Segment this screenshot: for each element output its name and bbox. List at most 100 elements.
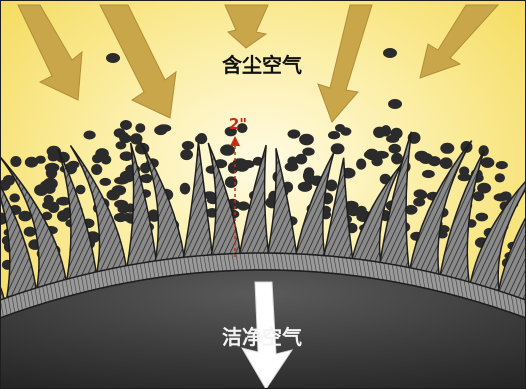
- dust-particle: [495, 161, 508, 170]
- height-dimension: 2": [229, 115, 247, 258]
- dust-particle: [24, 156, 39, 168]
- dust-particle: [115, 141, 127, 150]
- filter-fiber: [496, 215, 526, 300]
- dust-particle: [391, 152, 403, 165]
- dust-particle: [92, 154, 103, 164]
- dust-particle: [117, 204, 130, 214]
- arrow-down-icon: [17, 4, 83, 101]
- filter-fibers: [0, 131, 526, 305]
- dust-particle: [299, 133, 314, 146]
- dust-particle: [181, 140, 195, 150]
- dimension-arrow-icon: [230, 136, 240, 146]
- dust-particle: [457, 173, 472, 182]
- dust-particle: [422, 169, 435, 179]
- dust-particle: [374, 150, 389, 159]
- dust-particle: [297, 181, 313, 192]
- dust-particle: [46, 145, 61, 157]
- filter-fiber: [69, 145, 128, 274]
- dust-particle: [388, 143, 402, 154]
- dust-particle: [330, 143, 345, 155]
- dust-particle: [241, 160, 255, 169]
- filter-fiber: [207, 142, 242, 259]
- dust-particle: [75, 184, 86, 195]
- dust-particle: [111, 185, 127, 196]
- dust-particle: [303, 167, 315, 179]
- dust-particle: [114, 176, 130, 185]
- dust-particle: [148, 209, 159, 219]
- filter-fiber: [266, 148, 298, 258]
- filter-fiber: [126, 142, 158, 268]
- dust-particle: [340, 127, 352, 136]
- dust-particle: [237, 201, 250, 211]
- dust-particle: [139, 174, 151, 183]
- dust-particle: [9, 193, 20, 203]
- dust-particle: [135, 123, 146, 133]
- dust-particle: [295, 153, 308, 165]
- dust-particle: [195, 134, 208, 144]
- dust-particle: [414, 150, 429, 162]
- dust-particle: [179, 182, 191, 195]
- height-label: 2": [229, 115, 247, 133]
- dust-particle: [287, 129, 301, 139]
- dust-particle: [67, 160, 80, 169]
- arrow-down-icon: [99, 4, 177, 119]
- dust-particle: [404, 204, 418, 215]
- dust-particle: [493, 193, 508, 202]
- dust-particle: [440, 142, 455, 154]
- filter-fiber: [57, 148, 98, 281]
- dust-particle: [459, 166, 470, 176]
- dust-particle: [57, 210, 70, 222]
- dust-particle: [236, 123, 248, 134]
- arrow-down-white-icon: [240, 281, 294, 389]
- dust-particle: [473, 191, 485, 202]
- dust-particle: [2, 175, 15, 186]
- inflow-arrows: [17, 4, 500, 123]
- dust-particle: [156, 124, 172, 133]
- dust-particle: [56, 196, 71, 206]
- dust-particle: [10, 156, 22, 167]
- dust-particle: [220, 144, 235, 156]
- dust-particle: [91, 164, 103, 175]
- dust-particle: [386, 134, 400, 143]
- dust-particle: [40, 180, 55, 191]
- dust-particle: [371, 156, 383, 167]
- dust-particle: [302, 147, 315, 156]
- filter-fiber: [468, 179, 526, 291]
- dust-particle: [202, 191, 216, 200]
- dust-particle: [480, 157, 495, 168]
- filter-fiber: [0, 155, 68, 289]
- dust-particle: [224, 176, 238, 188]
- filter-fiber: [408, 140, 473, 276]
- dust-particle: [328, 131, 341, 140]
- filter-fiber: [438, 150, 485, 283]
- dust-particle: [356, 158, 367, 170]
- filter-fiber: [238, 144, 270, 258]
- dust-particle: [284, 162, 299, 172]
- arrow-down-icon: [317, 4, 373, 123]
- filter-fiber: [0, 184, 38, 298]
- dust-particle: [23, 226, 37, 237]
- dust-particle: [224, 126, 237, 137]
- dust-particle: [373, 126, 386, 138]
- dust-particle: [180, 149, 194, 161]
- dust-particle: [119, 151, 133, 161]
- filter-fiber: [139, 141, 186, 264]
- filter-fiber: [182, 141, 214, 261]
- arrow-down-icon: [224, 4, 269, 49]
- arrow-down-icon: [419, 4, 500, 79]
- filter-fiber: [294, 152, 335, 260]
- dust-particle: [99, 177, 112, 186]
- filter-fiber: [322, 157, 354, 262]
- dust-particle: [325, 179, 338, 192]
- dust-particle: [83, 130, 96, 140]
- filter-fiber: [378, 131, 413, 270]
- clean-air-label: 洁净空气: [222, 325, 302, 349]
- dust-particle: [44, 162, 60, 173]
- dust-particle: [18, 210, 32, 222]
- dust-particle: [130, 133, 143, 145]
- dust-particle: [439, 157, 453, 169]
- dusty-air-label: 含尘空气: [222, 53, 302, 77]
- dust-particle: [477, 182, 492, 194]
